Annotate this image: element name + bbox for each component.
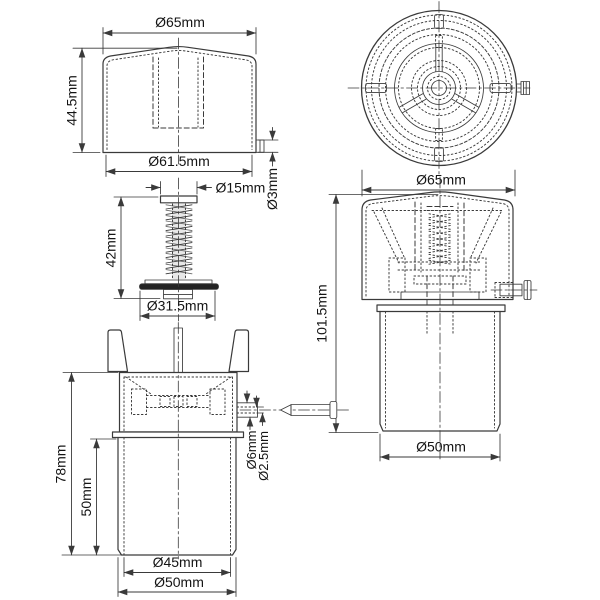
assembly-port-hidden xyxy=(494,282,514,298)
screw-tip xyxy=(280,404,292,416)
assembly-neck xyxy=(426,299,454,306)
view-spring-assembly: Ø15mm 42mm Ø31.5mm xyxy=(103,177,266,322)
dim-label-pin-diameter: Ø3mm xyxy=(264,168,280,210)
dim-label-outer-diameter: Ø50mm xyxy=(154,574,204,590)
cap-top-spokes xyxy=(398,44,480,114)
dim-label-body-height: 78mm xyxy=(53,445,69,484)
cap-inner-tube-hidden xyxy=(152,56,204,129)
assembly-lower-tube-hidden xyxy=(426,275,454,300)
body-tailpipe-wall-hidden xyxy=(123,437,231,556)
cap-inner-tube-wall xyxy=(158,57,199,128)
dim-ext-pin xyxy=(257,139,279,153)
assembly-cap-inner-hidden xyxy=(365,195,510,297)
dim-label-cap-height: 44.5mm xyxy=(64,75,80,126)
dim-label-inner-diameter: Ø45mm xyxy=(153,554,203,570)
assembly-flange xyxy=(376,304,506,313)
cap-top-crosshair xyxy=(347,1,531,175)
body-fin-left xyxy=(107,329,129,373)
dim-label-plate-diameter: Ø31.5mm xyxy=(147,298,208,314)
membrane-cup xyxy=(163,288,193,300)
spring-stem-shade xyxy=(172,204,186,279)
cap-outline xyxy=(102,45,257,154)
cap-inner-wall-hidden xyxy=(106,50,253,150)
dim-label-tail-height: 50mm xyxy=(78,478,94,517)
body-bracket-left-hidden xyxy=(131,388,147,415)
view-cap-top xyxy=(347,1,531,175)
dim-label-bore-diameter: Ø2.5mm xyxy=(256,431,271,481)
membrane-seal-disc xyxy=(139,283,219,290)
cap-top-slot-west xyxy=(365,83,387,93)
dim-label-assembly-height: 101.5mm xyxy=(314,284,330,342)
dim-ext-body-height xyxy=(61,372,122,556)
screw-head xyxy=(329,401,338,419)
assembly-bracket-left-hidden xyxy=(388,257,406,293)
body-tailpipe xyxy=(117,436,237,556)
dim-ext-cap-height xyxy=(72,47,178,153)
dim-label-spring-height: 42mm xyxy=(103,229,119,268)
assembly-funnel-hidden xyxy=(373,207,502,264)
view-body: Ø6mm Ø2.5mm 78mm 50mm Ø45mm Ø50mm xyxy=(53,322,350,597)
body-bracket-right-hidden xyxy=(209,388,226,415)
spring-coil-back xyxy=(165,204,193,275)
dim-label-outlet-diameter: Ø50mm xyxy=(416,439,466,455)
dim-label-cap-diameter: Ø65mm xyxy=(155,14,205,30)
cap-top-side-pin xyxy=(516,81,530,95)
dim-label-port-diameter: Ø6mm xyxy=(244,431,259,470)
view-valve-assembled: Ø65mm 101.5mm Ø50mm xyxy=(314,169,538,462)
body-fin-right xyxy=(228,329,250,373)
cap-side-pin xyxy=(255,139,265,153)
dim-label-guide-diameter: Ø15mm xyxy=(216,179,266,195)
dim-label-cap-base-diameter: Ø61.5mm xyxy=(148,153,209,169)
view-cap-front: Ø65mm 44.5mm Ø61.5mm Ø3mm xyxy=(64,14,281,210)
dim-ext-cap-width xyxy=(102,27,257,55)
dim-label-assembly-cap-diameter: Ø65mm xyxy=(416,172,466,188)
